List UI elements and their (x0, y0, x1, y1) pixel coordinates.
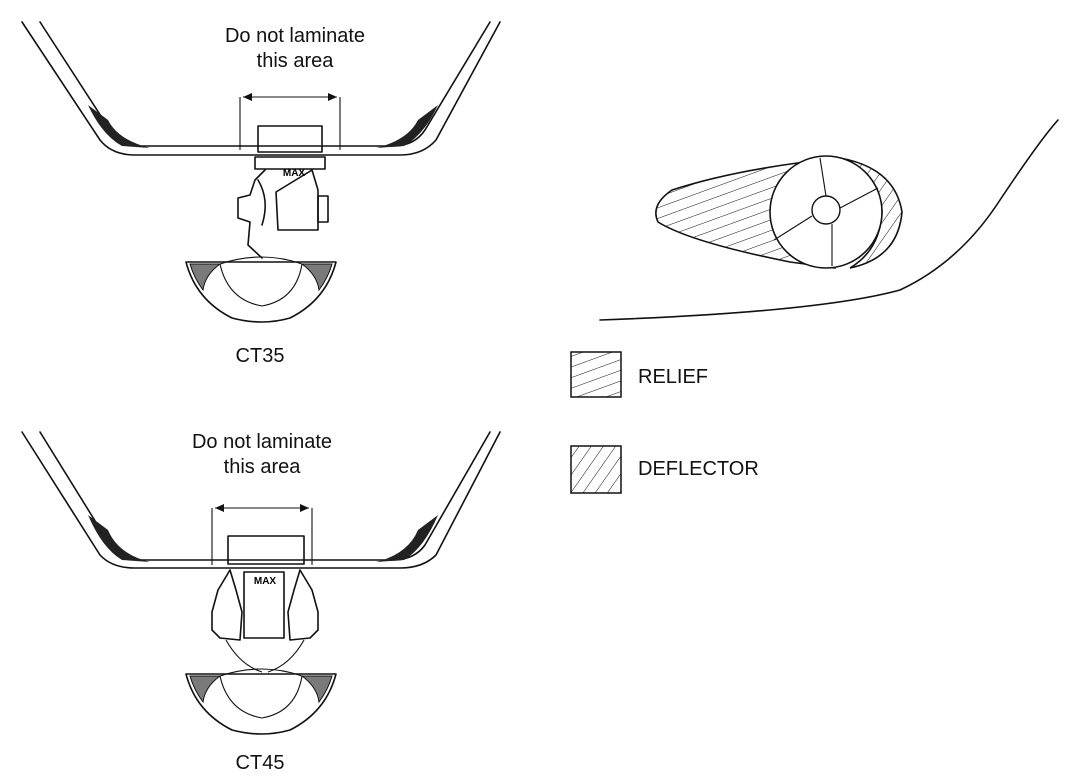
ct35-deflector (185, 256, 337, 323)
ct45-callout-line1: Do not laminate (191, 431, 333, 453)
ct45-model-label: CT45 (235, 752, 285, 774)
deflector-swatch (570, 445, 622, 494)
ct35-model-label: CT35 (235, 345, 285, 367)
propeller-hub (811, 195, 841, 225)
ct35-hull (21, 21, 501, 156)
ct35-diagram (21, 21, 501, 323)
relief-swatch (570, 351, 622, 398)
ct45-laminate-callout (211, 504, 313, 565)
legend-relief-label: RELIEF (638, 366, 709, 388)
ct35-callout-line2: this area (256, 50, 334, 72)
legend-deflector-label: DEFLECTOR (638, 458, 759, 480)
ct45-deflector (185, 668, 337, 735)
ct35-thruster (237, 156, 329, 259)
ct35-laminate-callout (239, 93, 341, 153)
legend (570, 351, 622, 494)
ct45-callout-line2: this area (223, 456, 301, 478)
ct45-thruster (211, 569, 319, 673)
hull-section-view (599, 119, 1059, 321)
ct35-callout-line1: Do not laminate (224, 25, 366, 47)
ct45-diagram (21, 431, 501, 735)
ct45-hull (21, 431, 501, 569)
max-logo-top: MAX (283, 168, 306, 179)
max-logo-bottom: MAX (254, 576, 277, 587)
